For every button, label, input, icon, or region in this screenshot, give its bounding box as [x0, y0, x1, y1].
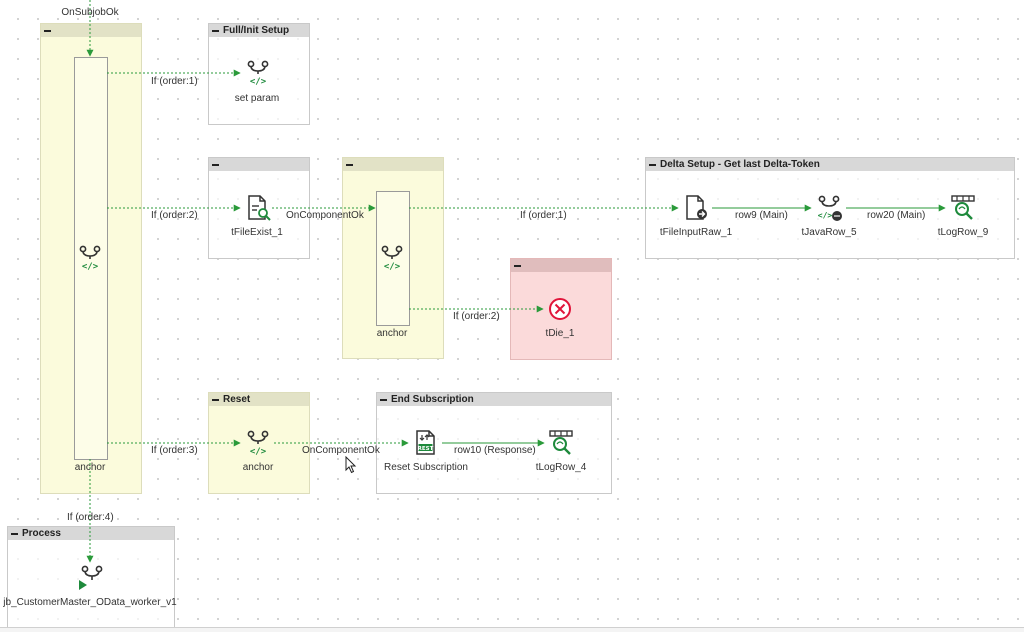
collapse-icon[interactable]: [212, 399, 219, 401]
svg-text:</>: </>: [818, 211, 833, 220]
component-label-tlogrow4[interactable]: tLogRow_4: [535, 462, 587, 473]
tjava-flow-icon[interactable]: </>: [378, 244, 406, 272]
svg-text:</>: </>: [82, 262, 99, 272]
subjob-main-header[interactable]: [41, 24, 141, 37]
component-label-anchor-mid[interactable]: anchor: [376, 328, 408, 339]
component-label-anchor-main[interactable]: anchor: [74, 462, 106, 473]
svg-text:</>: </>: [250, 77, 267, 87]
collapse-icon[interactable]: [380, 399, 387, 401]
log-row-icon[interactable]: [547, 429, 575, 457]
label-row10[interactable]: row10 (Response): [454, 445, 536, 456]
tjava-flow-icon[interactable]: </>: [244, 429, 272, 457]
label-if4[interactable]: If (order:4): [67, 512, 114, 523]
collapse-icon[interactable]: [44, 30, 51, 32]
anchor-mid-bar[interactable]: [376, 191, 410, 326]
subjob-full-init-setup[interactable]: Full/Init Setup: [208, 23, 310, 125]
file-search-icon[interactable]: [244, 194, 272, 222]
component-label-tlogrow9[interactable]: tLogRow_9: [937, 227, 989, 238]
label-if2b[interactable]: If (order:2): [453, 311, 500, 322]
component-label-reset-subscription[interactable]: Reset Subscription: [384, 462, 468, 473]
subjob-end-subscription-header[interactable]: End Subscription: [377, 393, 611, 406]
component-label-worker-job[interactable]: jb_CustomerMaster_OData_worker_v1: [3, 597, 177, 608]
subjob-delta-header[interactable]: Delta Setup - Get last Delta-Token: [646, 158, 1014, 171]
subjob-anchor-mid-header[interactable]: [343, 158, 443, 171]
component-label-tdie[interactable]: tDie_1: [545, 328, 575, 339]
run-job-icon[interactable]: [76, 564, 104, 592]
subjob-process-header[interactable]: Process: [8, 527, 174, 540]
label-onsubjobok[interactable]: OnSubjobOk: [61, 7, 119, 18]
subjob-full-init-header[interactable]: Full/Init Setup: [209, 24, 309, 37]
log-row-icon[interactable]: [949, 194, 977, 222]
label-if1b[interactable]: If (order:1): [520, 210, 567, 221]
component-label-tjavarow[interactable]: tJavaRow_5: [801, 227, 857, 238]
mouse-cursor-icon: [345, 456, 357, 474]
collapse-icon[interactable]: [346, 164, 353, 166]
label-if3[interactable]: If (order:3): [151, 445, 198, 456]
label-row20[interactable]: row20 (Main): [867, 210, 926, 221]
subjob-file-exist-header[interactable]: [209, 158, 309, 171]
collapse-icon[interactable]: [11, 533, 18, 535]
rest-icon[interactable]: REST: [412, 429, 440, 457]
subjob-die-header[interactable]: [511, 259, 611, 272]
label-if2[interactable]: If (order:2): [151, 210, 198, 221]
collapse-icon[interactable]: [212, 30, 219, 32]
label-row9[interactable]: row9 (Main): [735, 210, 788, 221]
label-if1[interactable]: If (order:1): [151, 76, 198, 87]
svg-text:</>: </>: [250, 447, 267, 457]
component-label-tfileexist[interactable]: tFileExist_1: [231, 227, 283, 238]
label-oncomponentok-1[interactable]: OnComponentOk: [286, 210, 364, 221]
die-x-icon[interactable]: [546, 295, 574, 323]
canvas-scrollbar[interactable]: [0, 627, 1024, 632]
collapse-icon[interactable]: [212, 164, 219, 166]
component-label-anchor-reset[interactable]: anchor: [242, 462, 274, 473]
collapse-icon[interactable]: [514, 265, 521, 267]
svg-text:REST: REST: [418, 446, 434, 452]
tjava-flow-icon[interactable]: </>: [76, 244, 104, 272]
subjob-reset-header[interactable]: Reset: [209, 393, 309, 406]
label-oncomponentok-2[interactable]: OnComponentOk: [302, 445, 380, 456]
subjob-process[interactable]: Process: [7, 526, 175, 628]
svg-text:</>: </>: [384, 262, 401, 272]
anchor-main-bar[interactable]: [74, 57, 108, 460]
component-label-tfileinputraw[interactable]: tFileInputRaw_1: [659, 227, 733, 238]
tjava-flow-icon[interactable]: </>: [244, 59, 272, 87]
collapse-icon[interactable]: [649, 164, 656, 166]
subjob-delta-setup[interactable]: Delta Setup - Get last Delta-Token: [645, 157, 1015, 259]
java-row-icon[interactable]: </>: [815, 194, 843, 222]
component-label-set-param[interactable]: set param: [234, 93, 280, 104]
file-arrow-icon[interactable]: [682, 194, 710, 222]
